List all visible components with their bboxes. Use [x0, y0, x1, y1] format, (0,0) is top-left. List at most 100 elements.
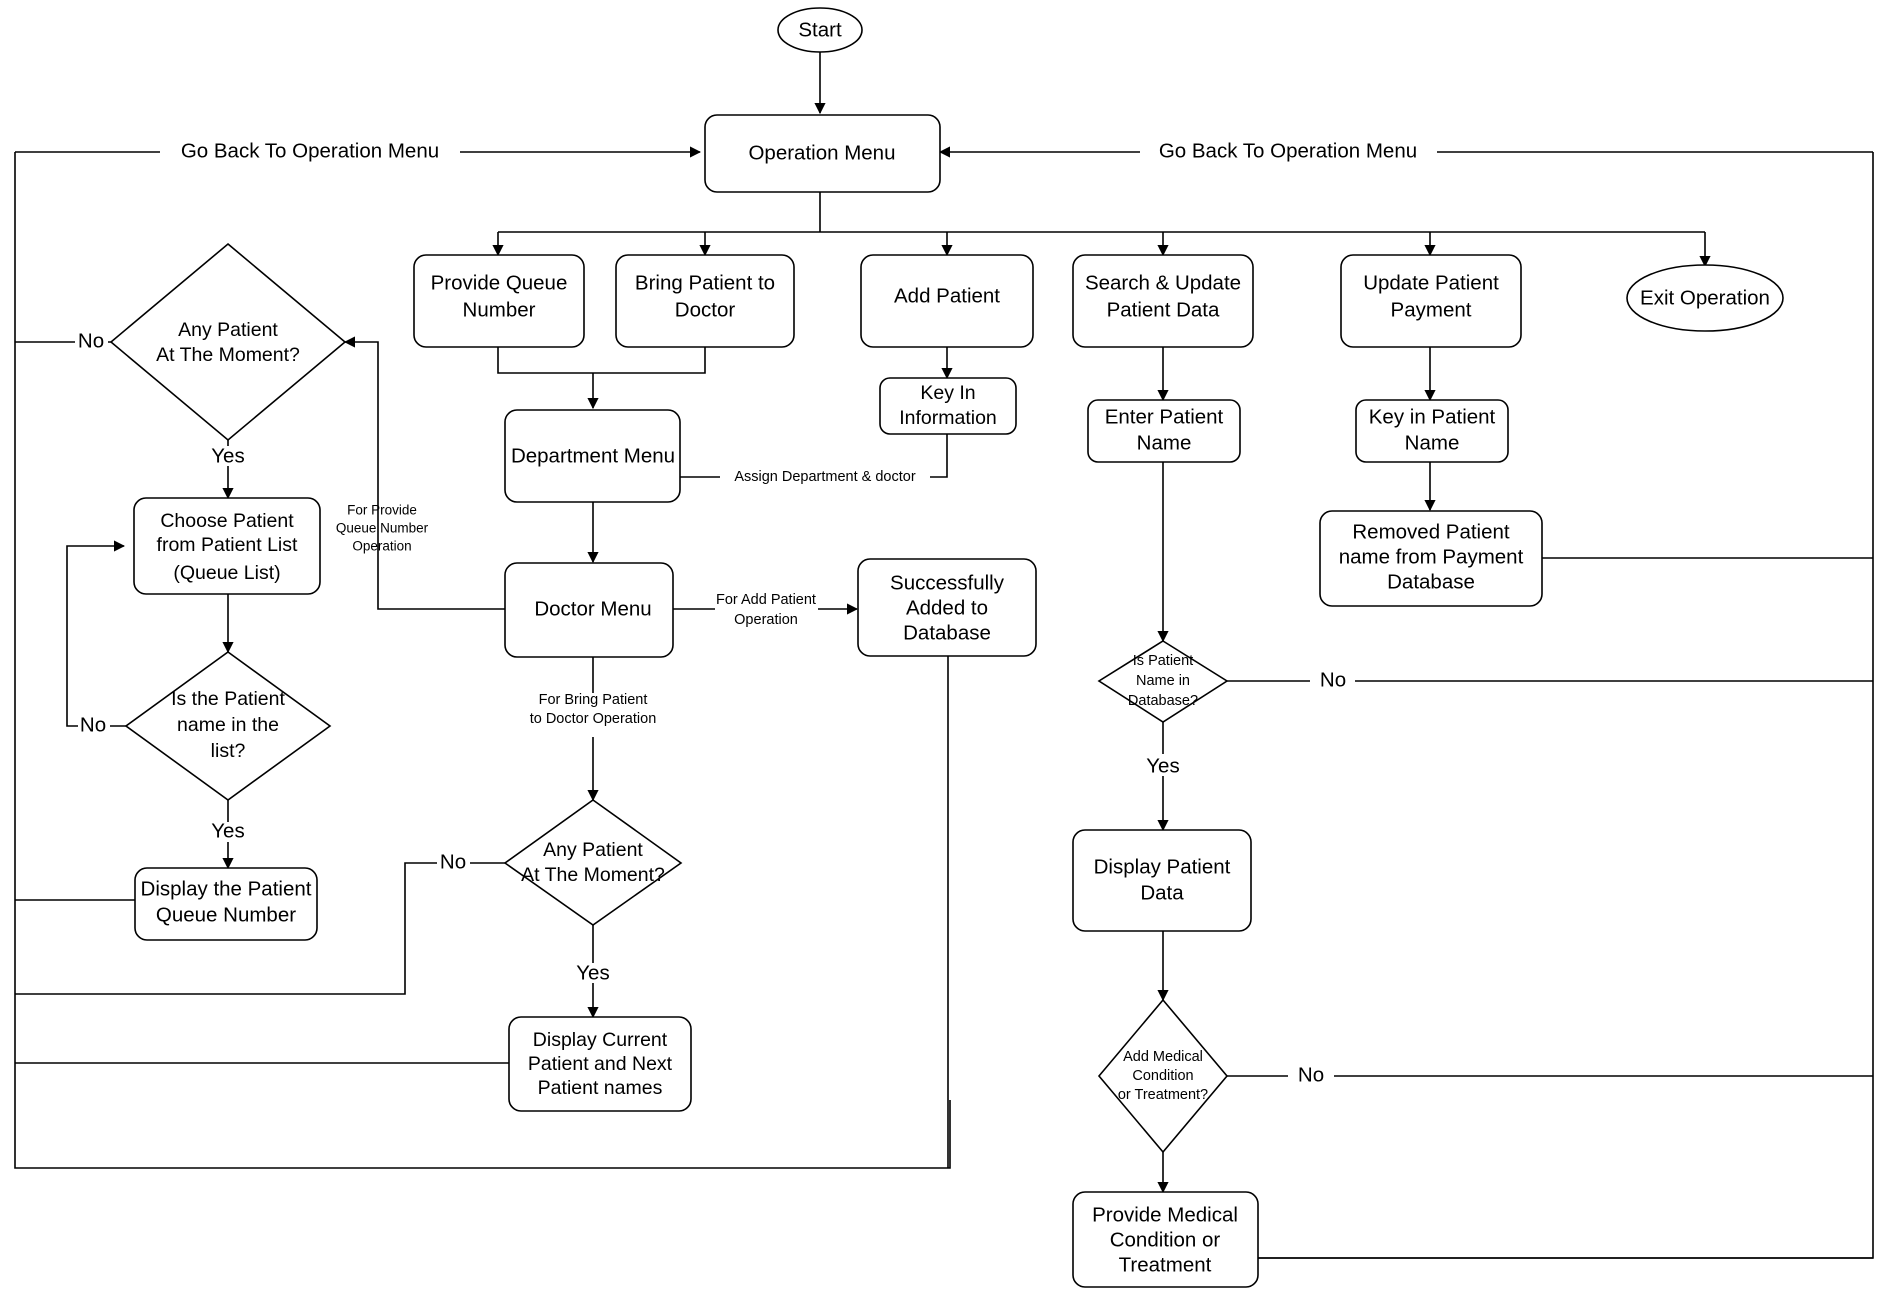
node-is-in-list-label-line3: list? — [211, 740, 246, 762]
edge-bring-patient-merge — [593, 347, 706, 374]
edge-label-no-left-mid: No — [80, 713, 106, 736]
edge-label-for-provide-queue-line2: Queue Number — [336, 521, 429, 536]
node-display-current-next-patient[interactable]: Display Current Patient and Next Patient… — [508, 1016, 692, 1112]
edge-operation-menu-bus — [498, 192, 1705, 233]
node-add-patient[interactable]: Add Patient — [860, 254, 1034, 348]
node-operation-menu-label: Operation Menu — [748, 141, 895, 164]
node-is-in-db-label-line1: Is Patient — [1133, 653, 1193, 669]
node-enter-patient-name[interactable]: Enter Patient Name — [1087, 399, 1241, 463]
node-department-menu[interactable]: Department Menu — [504, 409, 681, 503]
edge-left-return-bus — [14, 152, 951, 1169]
edge-label-yes-db: Yes — [1146, 754, 1179, 777]
node-exit-operation-label: Exit Operation — [1640, 286, 1770, 309]
node-display-patient-queue-number[interactable]: Display the Patient Queue Number — [134, 867, 318, 941]
node-start-label: Start — [798, 18, 842, 41]
node-update-payment-label-line2: Payment — [1391, 298, 1472, 321]
edge-provide-queue-merge — [497, 347, 593, 374]
node-provide-medical-label-line2: Condition or — [1110, 1228, 1221, 1251]
node-bring-patient-to-doctor[interactable]: Bring Patient to Doctor — [615, 254, 795, 348]
node-any-patient-at-moment-top[interactable]: Any Patient At The Moment? — [109, 242, 347, 442]
node-any-patient-at-moment-mid[interactable]: Any Patient At The Moment? — [503, 799, 683, 926]
node-choose-patient-from-list[interactable]: Choose Patient from Patient List (Queue … — [133, 497, 321, 595]
node-successfully-added-to-database[interactable]: Successfully Added to Database — [857, 558, 1037, 657]
node-display-patient-data[interactable]: Display Patient Data — [1072, 829, 1252, 932]
edge-label-for-bring-patient-line2: to Doctor Operation — [530, 711, 657, 727]
node-doctor-menu[interactable]: Doctor Menu — [504, 562, 674, 658]
edge-label-no-mid: No — [440, 850, 466, 873]
node-display-current-label-line2: Patient and Next — [528, 1053, 673, 1075]
node-success-label-line3: Database — [903, 621, 991, 644]
node-add-medical-label-line3: or Treatment? — [1118, 1087, 1208, 1103]
node-display-queue-label-line1: Display the Patient — [141, 877, 312, 900]
node-enter-patient-name-label-line1: Enter Patient — [1105, 405, 1224, 428]
node-success-label-line1: Successfully — [890, 571, 1005, 594]
node-key-in-patient-name-label-line1: Key in Patient — [1369, 405, 1496, 428]
node-search-update-label-line2: Patient Data — [1107, 298, 1220, 321]
node-provide-queue-number[interactable]: Provide Queue Number — [413, 254, 585, 348]
node-removed-patient-name[interactable]: Removed Patient name from Payment Databa… — [1319, 510, 1543, 607]
edge-label-for-bring-patient-line1: For Bring Patient — [539, 692, 648, 708]
node-removed-label-line1: Removed Patient — [1352, 520, 1510, 543]
edge-label-for-provide-queue-line3: Operation — [352, 539, 411, 554]
node-bring-patient-label-line1: Bring Patient to — [635, 271, 775, 294]
node-search-update-patient-data[interactable]: Search & Update Patient Data — [1072, 254, 1254, 348]
edge-label-for-add-patient-line1: For Add Patient — [716, 592, 816, 608]
node-key-in-information-label-line2: Information — [899, 407, 997, 429]
node-bring-patient-label-line2: Doctor — [675, 298, 736, 321]
node-display-patient-data-label-line2: Data — [1140, 881, 1184, 904]
node-provide-queue-number-label-line2: Number — [463, 298, 536, 321]
node-start[interactable]: Start — [777, 7, 863, 53]
edge-labels-layer: Go Back To Operation Menu Go Back To Ope… — [78, 139, 1417, 1086]
edge-label-go-back-left: Go Back To Operation Menu — [181, 139, 439, 162]
node-key-in-patient-name-label-line2: Name — [1405, 431, 1460, 454]
node-key-in-information[interactable]: Key In Information — [879, 377, 1017, 435]
node-add-medical-label-line2: Condition — [1132, 1068, 1193, 1084]
edge-is-in-list-no — [66, 546, 137, 727]
edge-label-for-provide-queue-line1: For Provide — [347, 503, 417, 518]
node-display-queue-label-line2: Queue Number — [156, 903, 296, 926]
node-any-patient-mid-label-line1: Any Patient — [543, 839, 643, 861]
node-key-in-patient-name[interactable]: Key in Patient Name — [1355, 399, 1509, 463]
edge-label-no-db: No — [1320, 668, 1346, 691]
node-success-label-line2: Added to — [906, 596, 988, 619]
node-department-menu-label: Department Menu — [511, 444, 675, 467]
node-search-update-label-line1: Search & Update — [1085, 271, 1241, 294]
node-display-current-label-line3: Patient names — [538, 1077, 663, 1099]
node-add-patient-label: Add Patient — [894, 284, 1000, 307]
node-update-payment-label-line1: Update Patient — [1363, 271, 1499, 294]
node-is-in-list-label-line2: name in the — [177, 714, 279, 736]
node-operation-menu[interactable]: Operation Menu — [704, 114, 941, 193]
node-removed-label-line3: Database — [1387, 570, 1475, 593]
edges-layer — [14, 50, 1874, 1259]
node-add-medical-condition[interactable]: Add Medical Condition or Treatment? — [1097, 998, 1229, 1154]
node-doctor-menu-label: Doctor Menu — [534, 597, 651, 620]
node-any-patient-top-label-line1: Any Patient — [178, 319, 278, 341]
node-is-in-db-label-line3: Database? — [1128, 693, 1198, 709]
node-is-patient-name-in-database[interactable]: Is Patient Name in Database? — [1097, 640, 1229, 723]
edge-label-no-left-top: No — [78, 329, 104, 352]
node-update-patient-payment[interactable]: Update Patient Payment — [1340, 254, 1522, 348]
node-provide-medical-condition[interactable]: Provide Medical Condition or Treatment — [1072, 1191, 1259, 1288]
node-any-patient-top-label-line2: At The Moment? — [156, 344, 300, 366]
edge-label-yes-left-mid: Yes — [211, 819, 244, 842]
node-enter-patient-name-label-line2: Name — [1137, 431, 1192, 454]
edge-label-for-add-patient-line2: Operation — [734, 612, 798, 628]
edge-label-go-back-right: Go Back To Operation Menu — [1159, 139, 1417, 162]
node-is-patient-name-in-list[interactable]: Is the Patient name in the list? — [124, 651, 332, 801]
node-choose-patient-label-line1: Choose Patient — [160, 510, 294, 532]
node-is-in-db-label-line2: Name in — [1136, 673, 1190, 689]
node-provide-queue-number-label-line1: Provide Queue — [431, 271, 568, 294]
node-choose-patient-label-line2: from Patient List — [157, 534, 298, 556]
node-display-current-label-line1: Display Current — [533, 1029, 668, 1051]
node-is-in-list-label-line1: Is the Patient — [171, 688, 285, 710]
node-exit-operation[interactable]: Exit Operation — [1626, 264, 1784, 332]
edge-doctor-menu-to-any-patient-top — [343, 336, 513, 610]
edge-label-yes-mid: Yes — [576, 961, 609, 984]
node-any-patient-mid-label-line2: At The Moment? — [521, 864, 665, 886]
edge-any-patient-mid-no — [15, 862, 505, 995]
nodes-layer: Start Operation Menu Provide Queue Numbe… — [109, 7, 1784, 1288]
edge-label-no-medical: No — [1298, 1063, 1324, 1086]
edge-label-yes-left-top: Yes — [211, 444, 244, 467]
